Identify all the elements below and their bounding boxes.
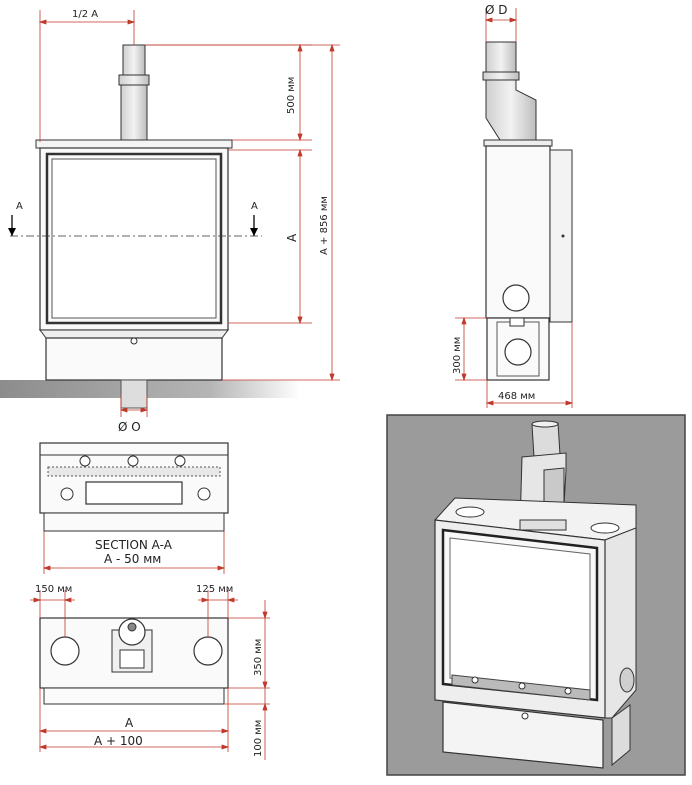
plan-flue-ring: [118, 618, 146, 646]
front-top-plate: [35, 139, 233, 149]
front-glass-frame: [45, 152, 223, 325]
section-insulation-band: [47, 466, 221, 477]
dim-plan-a-plus-100: [38, 744, 230, 750]
dim-125-label: 125 мм: [196, 584, 233, 595]
front-glass: [51, 158, 217, 319]
isometric-render: [386, 414, 686, 776]
dim-150: [30, 590, 75, 637]
section-mark-right: A: [251, 201, 258, 212]
front-base: [45, 337, 223, 381]
section-mark-left: A: [16, 201, 23, 212]
front-base-knob: [130, 337, 138, 345]
dim-half-a: [38, 10, 136, 142]
section-a-a-view: SECTION A-A A - 50 мм: [39, 442, 229, 574]
dim-diameter-o-label: Ø O: [118, 420, 141, 434]
section-title: SECTION A-A: [95, 538, 173, 552]
dim-150-label: 150 мм: [35, 584, 72, 595]
plan-left-port: [50, 636, 80, 666]
dim-diameter-d: [484, 8, 518, 42]
dim-diameter-o: [119, 395, 149, 417]
render-base: [442, 701, 604, 769]
dim-300: [455, 316, 487, 382]
dim-plan-a: [38, 688, 230, 752]
side-flue: [482, 41, 537, 141]
dim-100-label: 100 мм: [253, 720, 264, 757]
side-top: [483, 139, 553, 147]
plan-view: 150 мм 125 мм 350 мм 100 мм: [30, 584, 270, 760]
side-elevation: Ø D 300 мм 468 мм: [452, 3, 574, 408]
dim-a-plus-856: [145, 43, 340, 382]
dim-125: [198, 590, 238, 637]
dim-half-a-label: 1/2 A: [72, 9, 98, 20]
dim-350: [228, 600, 270, 690]
dim-a-height-label: A: [285, 233, 299, 242]
dim-300-label: 300 мм: [452, 337, 463, 374]
side-body-port: [502, 284, 530, 312]
dim-468-label: 468 мм: [498, 391, 535, 402]
dim-100: [224, 688, 270, 760]
dim-468: [485, 322, 574, 408]
front-base-trim: [39, 329, 229, 339]
side-front-panel: [549, 149, 573, 323]
front-elevation: A A 1/2 A 500 мм A: [0, 9, 340, 434]
dim-a-minus-50: [42, 531, 226, 574]
dim-diameter-d-label: Ø D: [485, 3, 508, 17]
plan-right-port: [193, 636, 223, 666]
dim-plan-a-label: A: [125, 716, 134, 730]
floor-band: [0, 380, 300, 398]
front-under-floor-pipe: [120, 379, 148, 409]
dim-a-plus-856-label: A + 856 мм: [319, 196, 330, 255]
dim-a-minus-50-label: A - 50 мм: [104, 552, 161, 566]
side-base-port: [504, 338, 532, 366]
dim-a-height: [228, 148, 312, 325]
section-burner-box: [85, 481, 183, 505]
dim-350-label: 350 мм: [253, 639, 264, 676]
front-flue-pipe: [118, 44, 150, 141]
dim-plan-a-plus-100-label: A + 100: [94, 734, 143, 748]
dim-500-label: 500 мм: [286, 77, 297, 114]
